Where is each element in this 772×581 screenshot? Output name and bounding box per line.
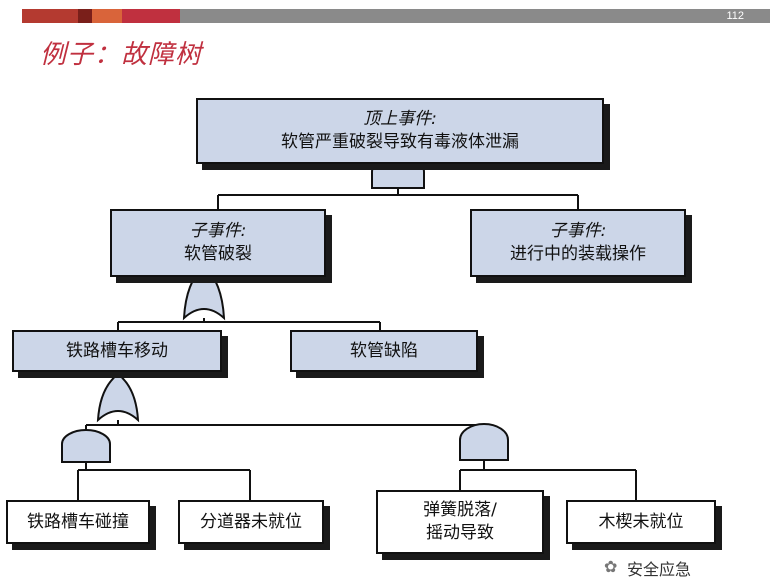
leaf-event-2-box: 分道器未就位 — [178, 500, 324, 544]
leaf-event-3-line1: 弹簧脱落/ — [423, 500, 497, 521]
page-number: 112 — [726, 10, 744, 22]
slide-title: 例子：故障树 — [40, 40, 203, 70]
sub-event-1-text: 软管破裂 — [184, 244, 252, 264]
leaf-event-3-box: 弹簧脱落/ 摇动导致 — [376, 490, 544, 554]
leaf-event-3-line2: 摇动导致 — [426, 523, 494, 543]
accent-segment-2 — [78, 9, 92, 23]
accent-segment-1 — [22, 9, 78, 23]
connector-lines — [77, 188, 637, 500]
mid-event-1-text: 铁路槽车移动 — [66, 340, 168, 361]
or-gate-mid1-icon — [96, 372, 140, 423]
sub-event-2-text: 进行中的装载操作 — [510, 244, 646, 264]
leaf-event-4-box: 木楔未就位 — [566, 500, 716, 544]
wechat-icon: ✿ — [604, 557, 618, 576]
top-bar — [22, 9, 770, 23]
or-gate-sub1-icon — [182, 264, 226, 321]
sub-event-2-box: 子事件: 进行中的装载操作 — [470, 209, 686, 277]
mid-event-1-box: 铁路槽车移动 — [12, 330, 222, 372]
leaf-event-1-text: 铁路槽车碰撞 — [27, 511, 129, 532]
top-event-tag: 顶上事件: — [363, 109, 437, 130]
accent-segment-3 — [92, 9, 122, 23]
mid-event-2-box: 软管缺陷 — [290, 330, 478, 372]
sub-event-1-tag: 子事件: — [189, 221, 247, 242]
leaf-event-4-text: 木楔未就位 — [598, 511, 684, 532]
leaf-event-2-text: 分道器未就位 — [200, 511, 302, 532]
and-gate-right-icon — [459, 423, 509, 461]
watermark-text: 安全应急 — [627, 560, 692, 579]
accent-segment-4 — [122, 9, 180, 23]
and-gate-left-icon — [61, 429, 111, 463]
leaf-event-1-box: 铁路槽车碰撞 — [6, 500, 150, 544]
top-event-text: 软管严重破裂导致有毒液体泄漏 — [281, 132, 519, 152]
mid-event-2-text: 软管缺陷 — [350, 340, 418, 361]
sub-event-1-box: 子事件: 软管破裂 — [110, 209, 326, 277]
top-event-box: 顶上事件: 软管严重破裂导致有毒液体泄漏 — [196, 98, 604, 164]
sub-event-2-tag: 子事件: — [549, 221, 607, 242]
